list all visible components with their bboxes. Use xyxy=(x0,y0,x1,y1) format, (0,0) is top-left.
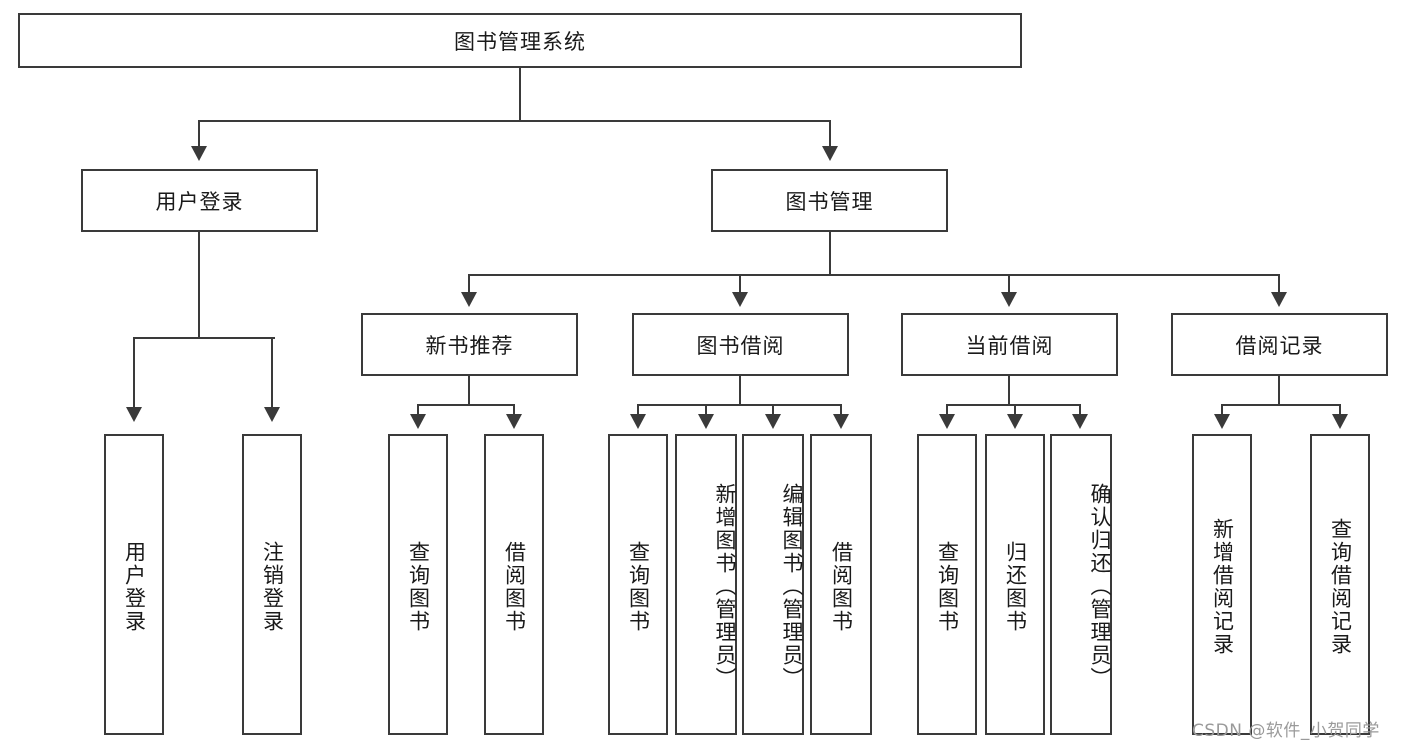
node-leaf-rec-borrow-book[interactable]: 借阅图书 xyxy=(484,434,544,735)
connector-book-manage-drop-3 xyxy=(1008,274,1010,294)
node-book-borrow[interactable]: 图书借阅 xyxy=(632,313,849,376)
connector-book-borrow-drop-4 xyxy=(840,404,842,416)
connector-book-manage-drop-2 xyxy=(739,274,741,294)
node-leaf-bb-edit-book[interactable]: 编辑图书（管理员） xyxy=(742,434,804,735)
arrowhead-book-borrow-leaf-1 xyxy=(630,414,646,429)
node-leaf-bb-add-book-label: 新增图书（管理员） xyxy=(713,483,737,690)
node-leaf-bb-query-book[interactable]: 查询图书 xyxy=(608,434,668,735)
node-user-login-label: 用户登录 xyxy=(155,189,244,214)
connector-book-borrow-drop-1 xyxy=(637,404,639,416)
connector-borrow-record-drop-2 xyxy=(1339,404,1341,416)
connector-user-login-drop-2 xyxy=(271,337,273,409)
connector-root-stem xyxy=(519,68,521,121)
node-leaf-user-login-label: 用户登录 xyxy=(122,540,147,633)
arrowhead-new-book-recommend-leaf-2 xyxy=(506,414,522,429)
node-book-manage-label: 图书管理 xyxy=(785,189,874,214)
node-leaf-br-add-record[interactable]: 新增借阅记录 xyxy=(1192,434,1252,735)
connector-user-login-stem xyxy=(198,232,200,338)
node-leaf-bb-query-book-label: 查询图书 xyxy=(626,540,651,633)
connector-current-borrow-stem xyxy=(1008,376,1010,405)
arrowhead-root-to-book-manage xyxy=(822,146,838,161)
connector-root-bar xyxy=(198,120,831,122)
node-leaf-cb-confirm-return[interactable]: 确认归还（管理员） xyxy=(1050,434,1112,735)
arrowhead-book-manage-child-3 xyxy=(1001,292,1017,307)
arrowhead-user-login-leaf-2 xyxy=(264,407,280,422)
connector-book-manage-drop-1 xyxy=(468,274,470,294)
node-leaf-cb-query-book[interactable]: 查询图书 xyxy=(917,434,977,735)
node-leaf-cb-query-book-label: 查询图书 xyxy=(935,540,960,633)
connector-user-login-bar xyxy=(133,337,275,339)
connector-book-borrow-bar xyxy=(637,404,841,406)
arrowhead-book-manage-child-2 xyxy=(732,292,748,307)
arrowhead-book-borrow-leaf-3 xyxy=(765,414,781,429)
connector-book-manage-stem xyxy=(829,232,831,275)
node-leaf-cb-confirm-return-label: 确认归还（管理员） xyxy=(1088,483,1112,690)
connector-user-login-drop-1 xyxy=(133,337,135,409)
node-borrow-record-label: 借阅记录 xyxy=(1235,333,1324,358)
connector-new-book-recommend-drop-2 xyxy=(513,404,515,416)
node-leaf-bb-borrow-book[interactable]: 借阅图书 xyxy=(810,434,872,735)
arrowhead-new-book-recommend-leaf-1 xyxy=(410,414,426,429)
node-leaf-user-login[interactable]: 用户登录 xyxy=(104,434,164,735)
connector-borrow-record-bar xyxy=(1221,404,1339,406)
connector-root-to-book-manage xyxy=(829,120,831,148)
node-current-borrow[interactable]: 当前借阅 xyxy=(901,313,1118,376)
node-current-borrow-label: 当前借阅 xyxy=(965,333,1054,358)
node-leaf-rec-query-book[interactable]: 查询图书 xyxy=(388,434,448,735)
arrowhead-user-login-leaf-1 xyxy=(126,407,142,422)
node-leaf-rec-borrow-book-label: 借阅图书 xyxy=(502,540,527,633)
node-borrow-record[interactable]: 借阅记录 xyxy=(1171,313,1388,376)
arrowhead-borrow-record-leaf-2 xyxy=(1332,414,1348,429)
arrowhead-current-borrow-leaf-3 xyxy=(1072,414,1088,429)
node-leaf-cb-return-book[interactable]: 归还图书 xyxy=(985,434,1045,735)
node-leaf-user-logout[interactable]: 注销登录 xyxy=(242,434,302,735)
node-book-manage[interactable]: 图书管理 xyxy=(711,169,948,232)
arrowhead-book-borrow-leaf-4 xyxy=(833,414,849,429)
node-root[interactable]: 图书管理系统 xyxy=(18,13,1022,68)
arrowhead-current-borrow-leaf-1 xyxy=(939,414,955,429)
connector-book-borrow-stem xyxy=(739,376,741,405)
node-new-book-recommend[interactable]: 新书推荐 xyxy=(361,313,578,376)
node-leaf-user-logout-label: 注销登录 xyxy=(260,540,285,633)
connector-book-manage-bar xyxy=(468,274,1280,276)
arrowhead-borrow-record-leaf-1 xyxy=(1214,414,1230,429)
node-leaf-bb-edit-book-label: 编辑图书（管理员） xyxy=(780,483,804,690)
node-leaf-br-query-record[interactable]: 查询借阅记录 xyxy=(1310,434,1370,735)
connector-borrow-record-stem xyxy=(1278,376,1280,405)
node-leaf-bb-add-book[interactable]: 新增图书（管理员） xyxy=(675,434,737,735)
connector-new-book-recommend-bar xyxy=(417,404,515,406)
node-leaf-cb-return-book-label: 归还图书 xyxy=(1003,540,1028,633)
node-root-label: 图书管理系统 xyxy=(454,29,586,54)
connector-book-borrow-drop-2 xyxy=(705,404,707,416)
arrowhead-root-to-user-login xyxy=(191,146,207,161)
node-leaf-rec-query-book-label: 查询图书 xyxy=(406,540,431,633)
connector-book-manage-drop-4 xyxy=(1278,274,1280,294)
connector-current-borrow-drop-2 xyxy=(1014,404,1016,416)
connector-current-borrow-drop-3 xyxy=(1079,404,1081,416)
node-user-login[interactable]: 用户登录 xyxy=(81,169,318,232)
node-leaf-br-add-record-label: 新增借阅记录 xyxy=(1210,517,1235,656)
arrowhead-current-borrow-leaf-2 xyxy=(1007,414,1023,429)
node-leaf-br-query-record-label: 查询借阅记录 xyxy=(1328,517,1353,656)
arrowhead-book-manage-child-1 xyxy=(461,292,477,307)
node-leaf-bb-borrow-book-label: 借阅图书 xyxy=(829,540,854,633)
connector-new-book-recommend-drop-1 xyxy=(417,404,419,416)
arrowhead-book-manage-child-4 xyxy=(1271,292,1287,307)
connector-book-borrow-drop-3 xyxy=(772,404,774,416)
node-new-book-recommend-label: 新书推荐 xyxy=(425,333,514,358)
arrowhead-book-borrow-leaf-2 xyxy=(698,414,714,429)
csdn-watermark: CSDN @软件_小贺同学 xyxy=(1192,721,1380,741)
node-book-borrow-label: 图书借阅 xyxy=(696,333,785,358)
connector-root-to-user-login xyxy=(198,120,200,148)
connector-current-borrow-drop-1 xyxy=(946,404,948,416)
connector-borrow-record-drop-1 xyxy=(1221,404,1223,416)
connector-current-borrow-bar xyxy=(946,404,1080,406)
connector-new-book-recommend-stem xyxy=(468,376,470,405)
